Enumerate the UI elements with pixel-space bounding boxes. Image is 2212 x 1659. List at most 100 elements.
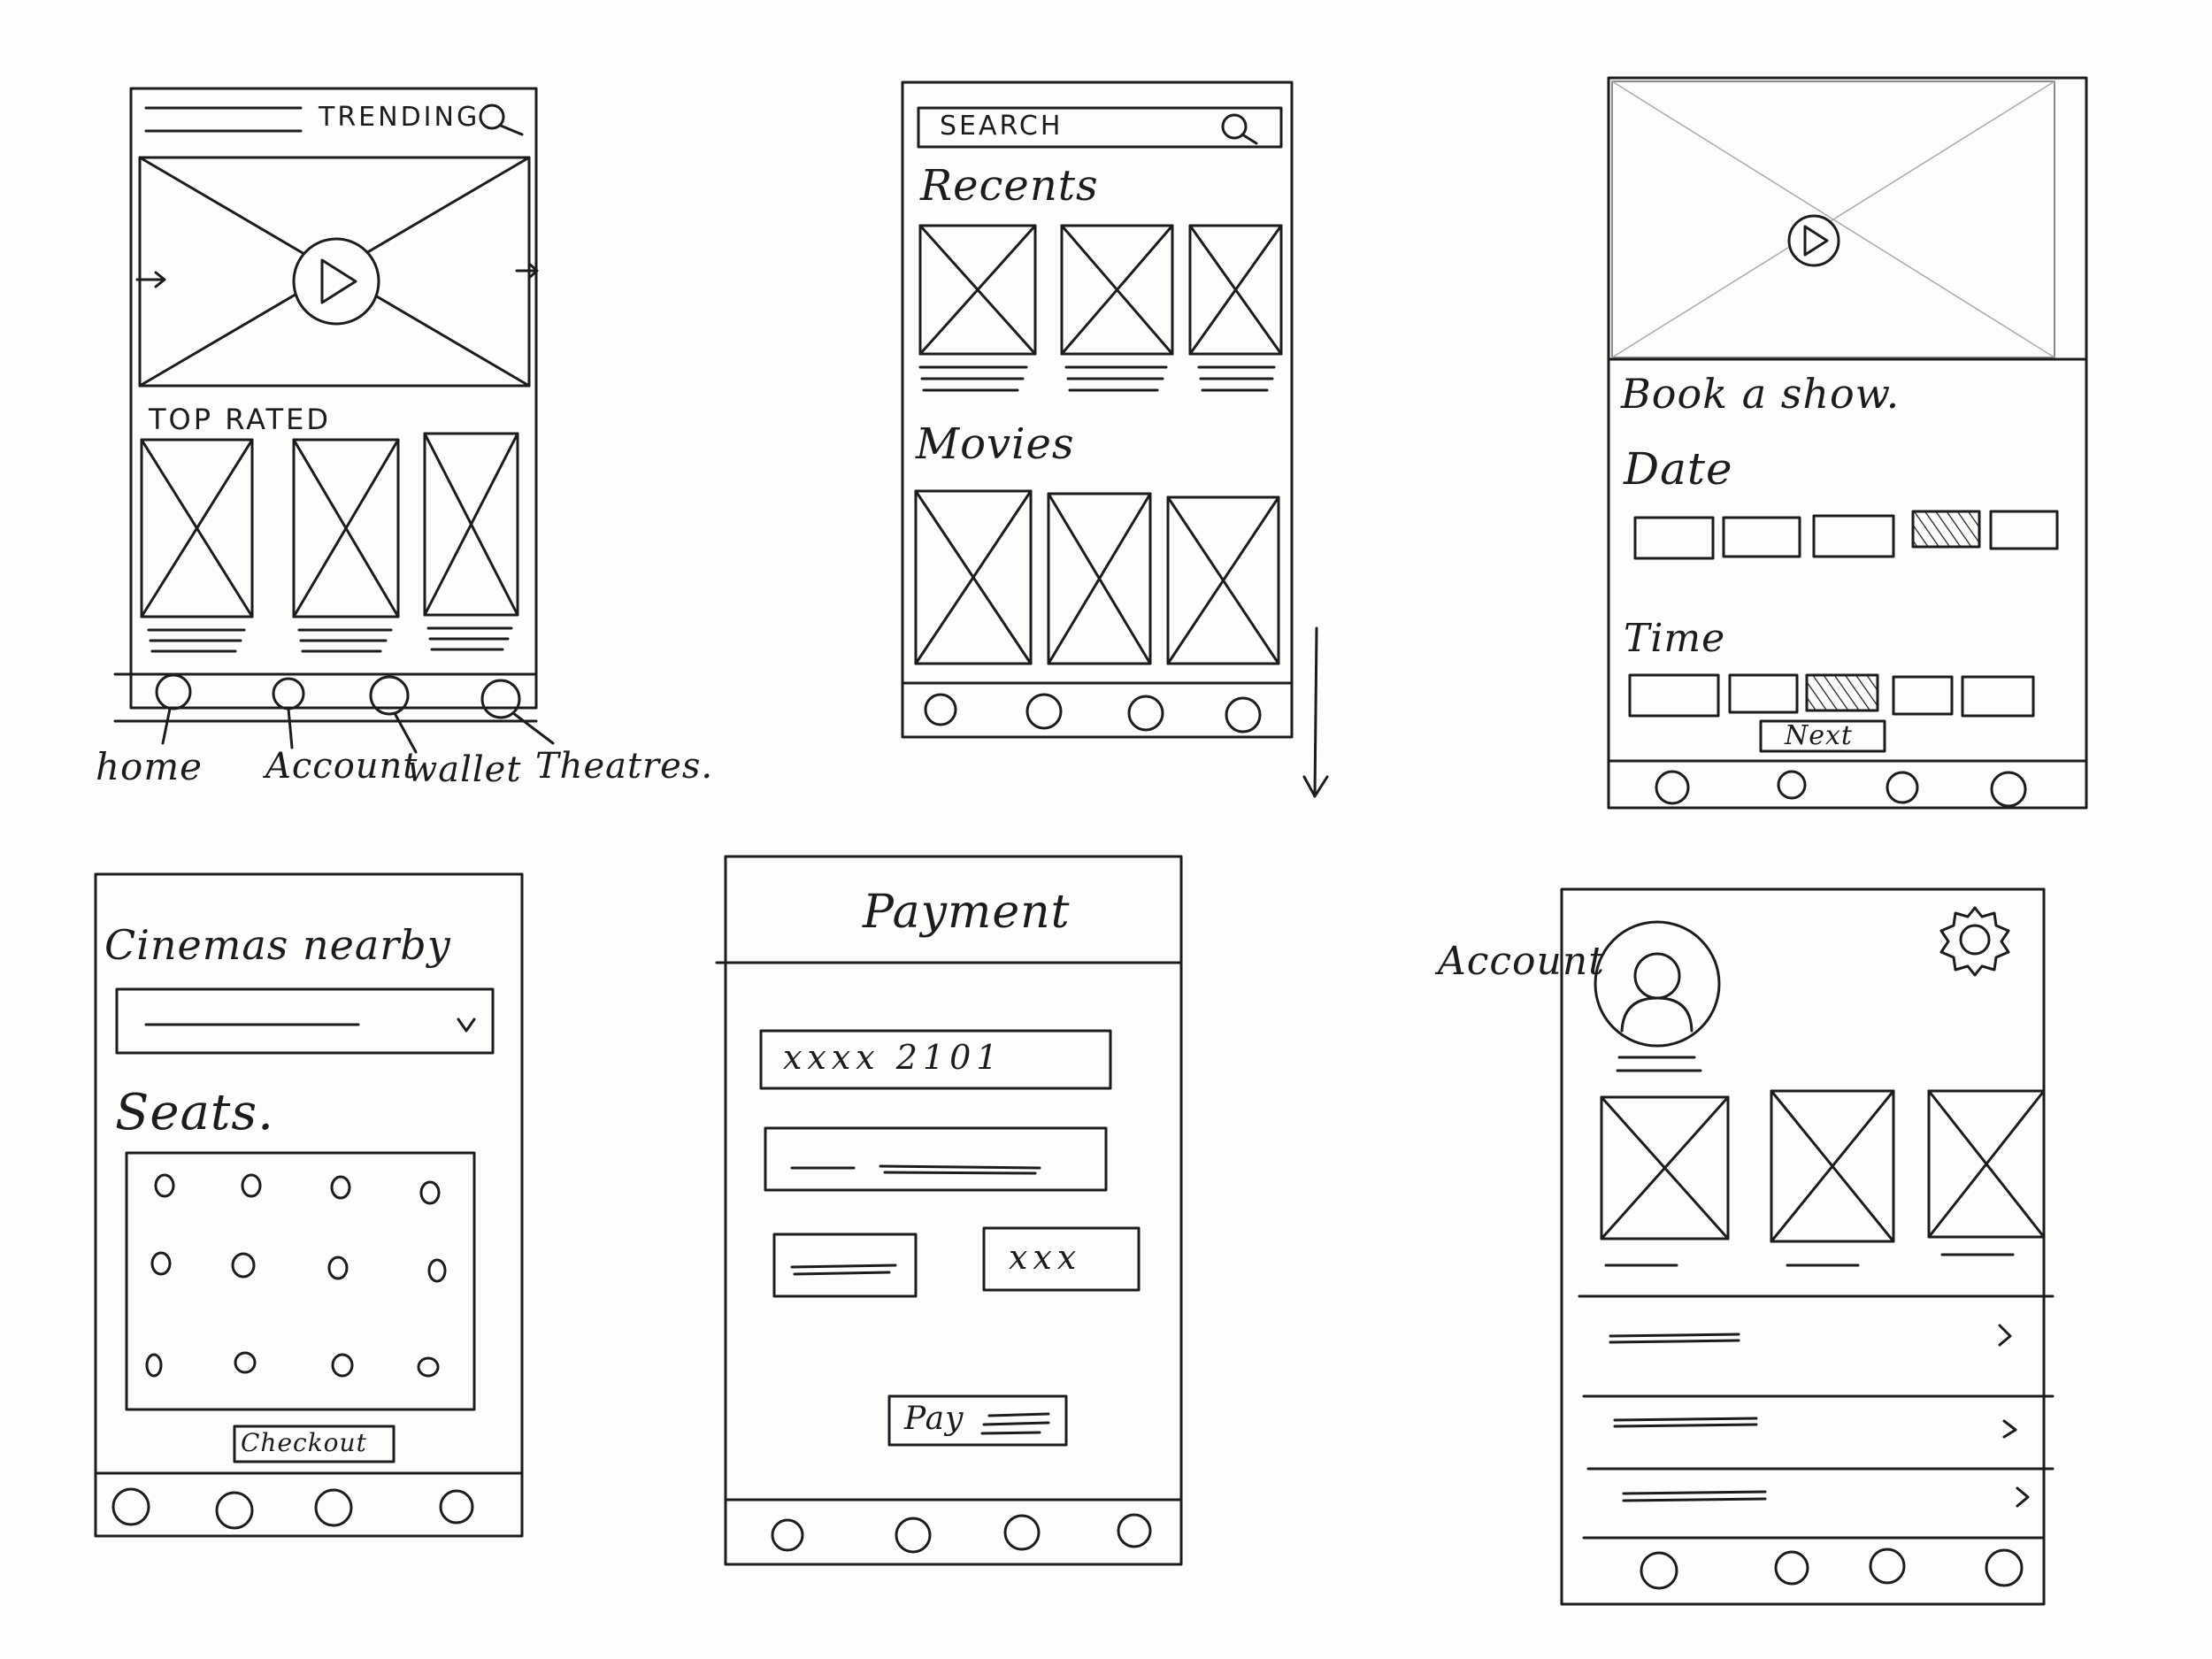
nav-account-icon[interactable] bbox=[895, 1517, 932, 1554]
seat[interactable] bbox=[154, 1173, 175, 1198]
nav-theatres-icon[interactable] bbox=[439, 1489, 474, 1525]
seat[interactable] bbox=[419, 1180, 441, 1205]
account-menu-item[interactable] bbox=[1622, 1486, 2030, 1508]
time-option[interactable] bbox=[1628, 673, 1720, 718]
nav-account-icon[interactable] bbox=[272, 677, 305, 710]
play-icon[interactable] bbox=[1787, 214, 1840, 267]
carousel-prev-arrow[interactable] bbox=[135, 271, 166, 288]
nav-theatres-icon[interactable] bbox=[1225, 696, 1262, 733]
seat[interactable] bbox=[234, 1351, 257, 1374]
nav-theatres-icon[interactable] bbox=[1985, 1548, 2024, 1587]
cvv-field[interactable] bbox=[982, 1226, 1141, 1292]
home-screen bbox=[113, 87, 555, 754]
movie-card[interactable] bbox=[1600, 1095, 1730, 1267]
booking-screen bbox=[1607, 76, 2088, 810]
cvv-value: xxx bbox=[1009, 1238, 1082, 1277]
top-rated-heading: TOP RATED bbox=[149, 403, 331, 436]
nav-theatres-icon[interactable] bbox=[480, 679, 521, 719]
nav-account-icon[interactable] bbox=[1774, 1550, 1809, 1586]
movie-card[interactable] bbox=[1047, 492, 1152, 665]
date-option-selected[interactable] bbox=[1911, 510, 1981, 549]
date-option[interactable] bbox=[1722, 516, 1801, 558]
time-option[interactable] bbox=[1892, 675, 1954, 716]
play-icon[interactable] bbox=[292, 237, 380, 326]
movies-heading: Movies bbox=[916, 419, 1075, 469]
time-option[interactable] bbox=[1961, 675, 2035, 718]
movie-card[interactable] bbox=[140, 438, 254, 653]
seat[interactable] bbox=[331, 1353, 354, 1378]
movie-card[interactable] bbox=[914, 489, 1033, 665]
search-bar[interactable] bbox=[917, 106, 1283, 149]
search-icon[interactable] bbox=[1221, 113, 1258, 145]
nav-account-icon[interactable] bbox=[1777, 770, 1807, 800]
account-screen bbox=[1560, 887, 2055, 1606]
movie-card[interactable] bbox=[1166, 495, 1280, 665]
nav-account-icon[interactable] bbox=[215, 1491, 254, 1530]
movie-card[interactable] bbox=[1927, 1089, 2046, 1256]
seat[interactable] bbox=[150, 1251, 172, 1276]
nav-theatres-icon[interactable] bbox=[1117, 1513, 1152, 1548]
recent-card[interactable] bbox=[918, 224, 1037, 392]
payment-screen bbox=[715, 855, 1183, 1566]
nav-home-icon[interactable] bbox=[111, 1487, 150, 1526]
pay-button-label: Pay bbox=[904, 1401, 964, 1437]
gear-icon[interactable] bbox=[1939, 906, 2010, 977]
card-number-field[interactable] bbox=[759, 1029, 1112, 1090]
avatar-icon[interactable] bbox=[1594, 920, 1721, 1048]
account-menu-item[interactable] bbox=[1613, 1417, 2017, 1439]
account-menu-item[interactable] bbox=[1609, 1324, 2012, 1347]
search-icon[interactable] bbox=[479, 104, 524, 136]
nav-wallet-icon[interactable] bbox=[1127, 695, 1164, 732]
top-rated-cards bbox=[140, 432, 519, 653]
nav-theatres-icon[interactable] bbox=[1990, 771, 2027, 808]
nav-wallet-icon[interactable] bbox=[314, 1488, 353, 1527]
cinema-dropdown[interactable] bbox=[115, 987, 495, 1055]
movie-card[interactable] bbox=[423, 432, 519, 651]
seat[interactable] bbox=[327, 1256, 349, 1280]
nav-wallet-icon[interactable] bbox=[1003, 1514, 1041, 1551]
date-option[interactable] bbox=[1633, 516, 1715, 560]
recent-card[interactable] bbox=[1188, 224, 1283, 392]
account-movies-row bbox=[1600, 1089, 2046, 1267]
carousel-next-arrow[interactable] bbox=[515, 262, 539, 280]
seats-heading: Seats. bbox=[115, 1084, 274, 1141]
seat[interactable] bbox=[427, 1258, 447, 1283]
seat[interactable] bbox=[231, 1252, 256, 1279]
trending-heading: TRENDING bbox=[319, 102, 480, 133]
card-number-value: xxxx 2101 bbox=[783, 1038, 1003, 1077]
trailer-thumbnail[interactable] bbox=[1611, 81, 2055, 358]
recents-row bbox=[918, 224, 1283, 392]
checkout-button[interactable] bbox=[233, 1425, 396, 1463]
nav-home-icon[interactable] bbox=[771, 1518, 804, 1552]
expiry-field[interactable] bbox=[772, 1233, 918, 1298]
seat[interactable] bbox=[145, 1353, 163, 1378]
nav-home-icon[interactable] bbox=[924, 693, 957, 726]
cinemas-nearby-heading: Cinemas nearby bbox=[104, 921, 451, 969]
nav-account-icon[interactable] bbox=[1025, 693, 1063, 730]
nav-label-home: home bbox=[96, 745, 204, 788]
cardholder-name-field[interactable] bbox=[764, 1126, 1108, 1192]
recents-heading: Recents bbox=[920, 161, 1099, 211]
nav-wallet-icon[interactable] bbox=[369, 675, 410, 716]
movie-card[interactable] bbox=[292, 438, 400, 653]
chevron-down-icon[interactable] bbox=[457, 1018, 476, 1033]
movie-card[interactable] bbox=[1770, 1089, 1895, 1267]
next-button[interactable] bbox=[1759, 719, 1886, 753]
nav-home-icon[interactable] bbox=[155, 673, 192, 710]
date-option[interactable] bbox=[1812, 514, 1895, 558]
time-option[interactable] bbox=[1728, 673, 1799, 714]
scroll-down-arrow-icon bbox=[1302, 626, 1329, 798]
trending-banner[interactable] bbox=[138, 156, 531, 388]
nav-home-icon[interactable] bbox=[1640, 1551, 1678, 1590]
seat[interactable] bbox=[417, 1356, 440, 1378]
seat[interactable] bbox=[330, 1175, 351, 1200]
seat[interactable] bbox=[241, 1173, 262, 1198]
date-option[interactable] bbox=[1989, 510, 2059, 550]
time-option-selected[interactable] bbox=[1805, 673, 1879, 712]
nav-home-icon[interactable] bbox=[1655, 770, 1690, 805]
nav-wallet-icon[interactable] bbox=[1869, 1548, 1906, 1585]
recent-card[interactable] bbox=[1060, 224, 1174, 392]
next-button-label: Next bbox=[1785, 720, 1853, 751]
pay-button[interactable] bbox=[887, 1394, 1068, 1447]
nav-wallet-icon[interactable] bbox=[1886, 771, 1919, 804]
